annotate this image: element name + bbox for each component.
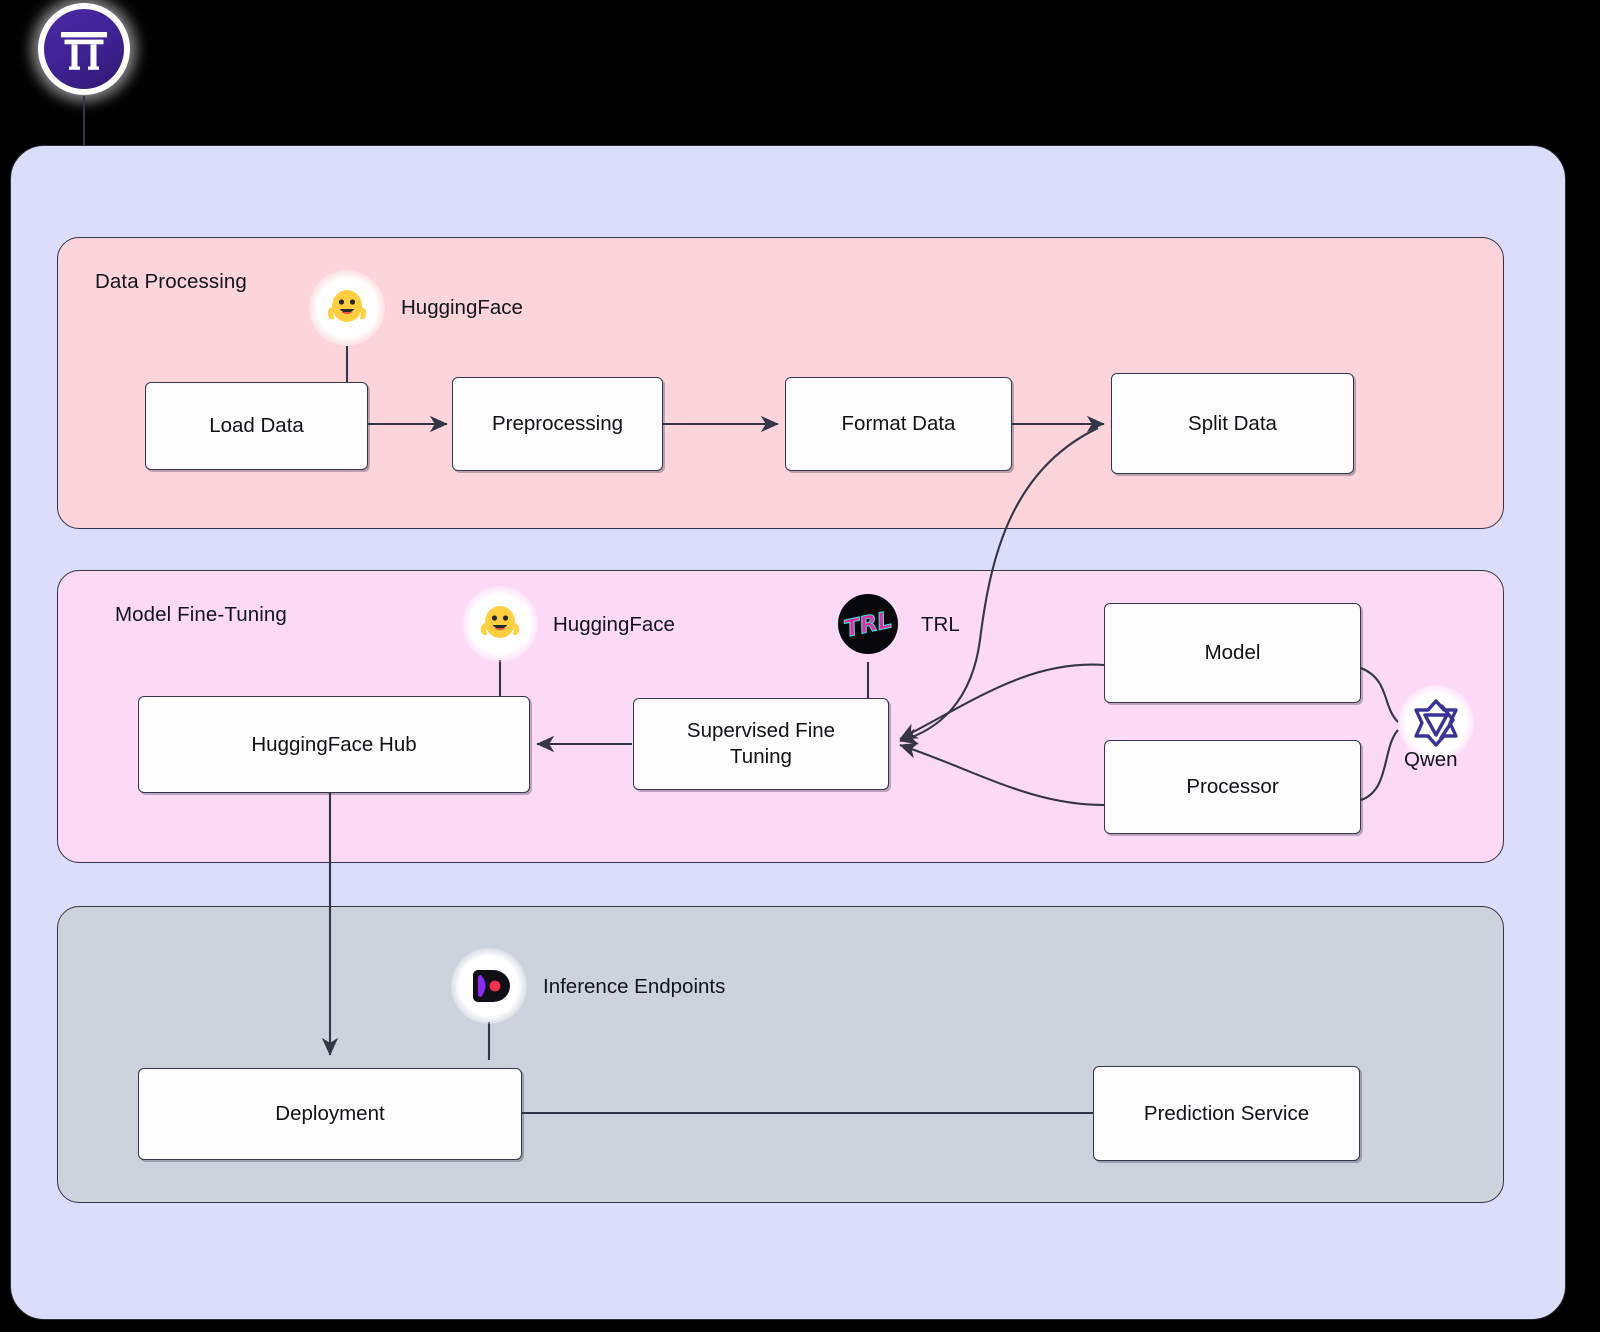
inference-endpoints-icon[interactable] <box>451 948 527 1024</box>
tech-label-trl: TRL <box>921 613 960 636</box>
node-preprocessing[interactable]: Preprocessing <box>452 377 663 471</box>
cluster-title-model-fine-tuning: Model Fine-Tuning <box>115 603 287 626</box>
tech-label-inference-endpoints: Inference Endpoints <box>543 975 726 998</box>
node-prediction-service[interactable]: Prediction Service <box>1093 1066 1360 1161</box>
trl-icon[interactable]: TRL <box>830 586 906 662</box>
qwen-icon[interactable] <box>1398 685 1474 761</box>
torii-gate-icon <box>38 3 130 95</box>
huggingface-icon[interactable] <box>462 586 538 662</box>
node-load-data[interactable]: Load Data <box>145 382 368 470</box>
tech-label-huggingface-top: HuggingFace <box>401 296 523 319</box>
node-sft-line1: Supervised Fine <box>686 719 836 743</box>
node-split-data[interactable]: Split Data <box>1111 373 1354 474</box>
svg-text:TRL: TRL <box>842 607 894 642</box>
node-model[interactable]: Model <box>1104 603 1361 703</box>
node-deployment[interactable]: Deployment <box>138 1068 522 1160</box>
node-format-data[interactable]: Format Data <box>785 377 1012 471</box>
tech-label-huggingface-mid: HuggingFace <box>553 613 675 636</box>
cluster-title-data-processing: Data Processing <box>95 270 247 293</box>
tech-label-qwen: Qwen <box>1404 748 1458 771</box>
node-processor[interactable]: Processor <box>1104 740 1361 834</box>
huggingface-icon[interactable] <box>309 270 385 346</box>
node-huggingface-hub[interactable]: HuggingFace Hub <box>138 696 530 793</box>
node-sft-line2: Tuning <box>730 745 792 768</box>
node-supervised-fine-tuning[interactable]: Supervised Fine Tuning <box>633 698 889 790</box>
